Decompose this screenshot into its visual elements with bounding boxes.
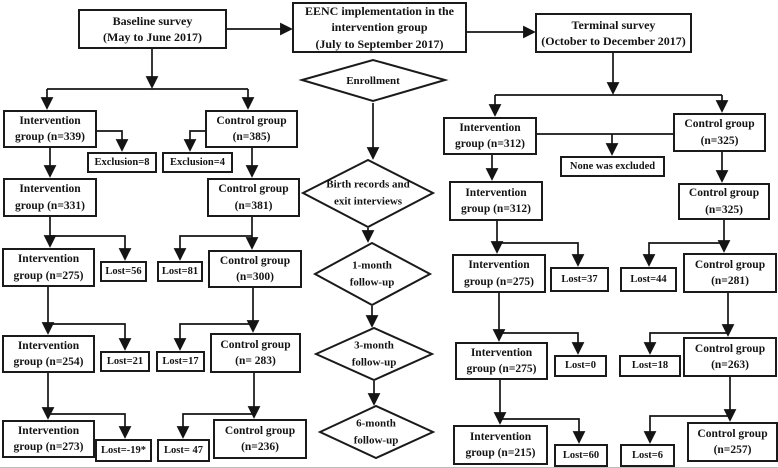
- eenc-implementation-box: EENC implementation in the intervention …: [292, 2, 467, 53]
- left-control-box-0: Control group (n=385): [205, 110, 298, 148]
- baseline-survey-line2: (May to June 2017): [103, 30, 202, 44]
- stage-6-month-label: 6-month follow-up: [354, 416, 399, 449]
- diamond-1-month-shape: [312, 241, 433, 307]
- left-exclusion-intervention-box: Exclusion=8: [87, 152, 157, 173]
- stage-3-month-text1: 3-month: [354, 339, 394, 352]
- right-intervention-box-0: Intervention group (n=312): [443, 117, 537, 155]
- left-lost-intervention-box-2: Lost=-19*: [95, 439, 152, 462]
- right-control-box-3: Control group (n=263): [683, 337, 777, 377]
- right-lost-intervention-box-2: Lost=60: [554, 444, 608, 467]
- terminal-survey-line2: (October to December 2017): [541, 34, 686, 48]
- left-control-box-1: Control group (n=381): [207, 178, 300, 217]
- diamond-birth-records-shape: [300, 158, 436, 229]
- terminal-survey-box: Terminal survey (October to December 201…: [535, 13, 692, 53]
- right-lost-intervention-box-1: Lost=0: [554, 355, 607, 377]
- left-lost-control-box-1: Lost=17: [156, 351, 205, 372]
- eenc-line1: EENC implementation in the: [304, 4, 454, 19]
- right-intervention-box-3: Intervention group (n=275): [455, 342, 548, 380]
- right-lost-control-box-0: Lost=44: [620, 267, 677, 292]
- right-lost-control-box-1: Lost=18: [619, 355, 681, 377]
- right-intervention-box-1: Intervention group (n=312): [449, 181, 543, 221]
- right-intervention-box-2: Intervention group (n=275): [452, 254, 546, 293]
- diamond-6-month-shape: [317, 404, 436, 460]
- left-intervention-box-4: Intervention group (n=273): [2, 420, 95, 458]
- left-control-box-2: Control group (n=300): [208, 250, 302, 288]
- right-lost-intervention-box-0: Lost=37: [550, 267, 609, 292]
- left-intervention-box-1: Intervention group (n=331): [3, 178, 97, 217]
- right-intervention-box-4: Intervention group (n=215): [453, 425, 548, 465]
- stage-1-month-text2: follow-up: [349, 276, 395, 288]
- stage-1-month-text1: 1-month: [352, 259, 392, 272]
- diamond-3-month-shape: [313, 326, 435, 382]
- stage-enrollment-label: Enrollment: [346, 73, 400, 90]
- diamond-enrollment-shape: [298, 58, 449, 103]
- stage-3-month-text2: follow-up: [351, 356, 397, 368]
- stage-6-month-text1: 6-month: [356, 417, 396, 430]
- stage-birth-records-text1: Birth records and: [326, 178, 410, 191]
- eenc-line2: intervention group: [331, 20, 428, 35]
- left-exclusion-control-box: Exclusion=4: [162, 152, 233, 173]
- right-control-box-0: Control group (n=325): [673, 113, 766, 152]
- left-lost-control-box-0: Lost=81: [157, 261, 203, 282]
- eenc-line3: (July to September 2017): [315, 36, 444, 51]
- baseline-survey-box: Baseline survey (May to June 2017): [78, 9, 227, 49]
- stage-birth-records-label: Birth records and exit interviews: [326, 177, 410, 210]
- stage-1-month-label: 1-month follow-up: [350, 258, 395, 291]
- left-control-box-3: Control group (n= 283): [210, 333, 301, 373]
- stage-birth-records-text2: exit interviews: [333, 195, 403, 207]
- stage-6-month-text2: follow-up: [353, 434, 399, 446]
- terminal-survey-line1: Terminal survey: [571, 17, 656, 32]
- right-none-excluded-box: None was excluded: [560, 156, 665, 177]
- left-lost-control-box-2: Lost= 47: [157, 439, 210, 462]
- flow-lines: [40, 22, 737, 444]
- left-lost-intervention-box-1: Lost=21: [100, 351, 150, 372]
- right-control-box-1: Control group (n=325): [678, 183, 770, 220]
- left-intervention-box-3: Intervention group (n=254): [2, 335, 95, 373]
- left-intervention-box-2: Intervention group (n=275): [2, 248, 95, 287]
- baseline-survey-line1: Baseline survey: [112, 13, 193, 28]
- stage-3-month-label: 3-month follow-up: [352, 338, 397, 371]
- left-lost-intervention-box-0: Lost=56: [100, 261, 147, 282]
- right-control-box-2: Control group (n=281): [683, 253, 777, 293]
- left-control-box-4: Control group (n=236): [213, 419, 307, 459]
- left-intervention-box-0: Intervention group (n=339): [3, 110, 97, 148]
- stage-enrollment-text: Enrollment: [346, 74, 400, 87]
- right-lost-control-box-2: Lost=6: [620, 444, 675, 467]
- right-control-box-4: Control group (n=257): [687, 422, 778, 462]
